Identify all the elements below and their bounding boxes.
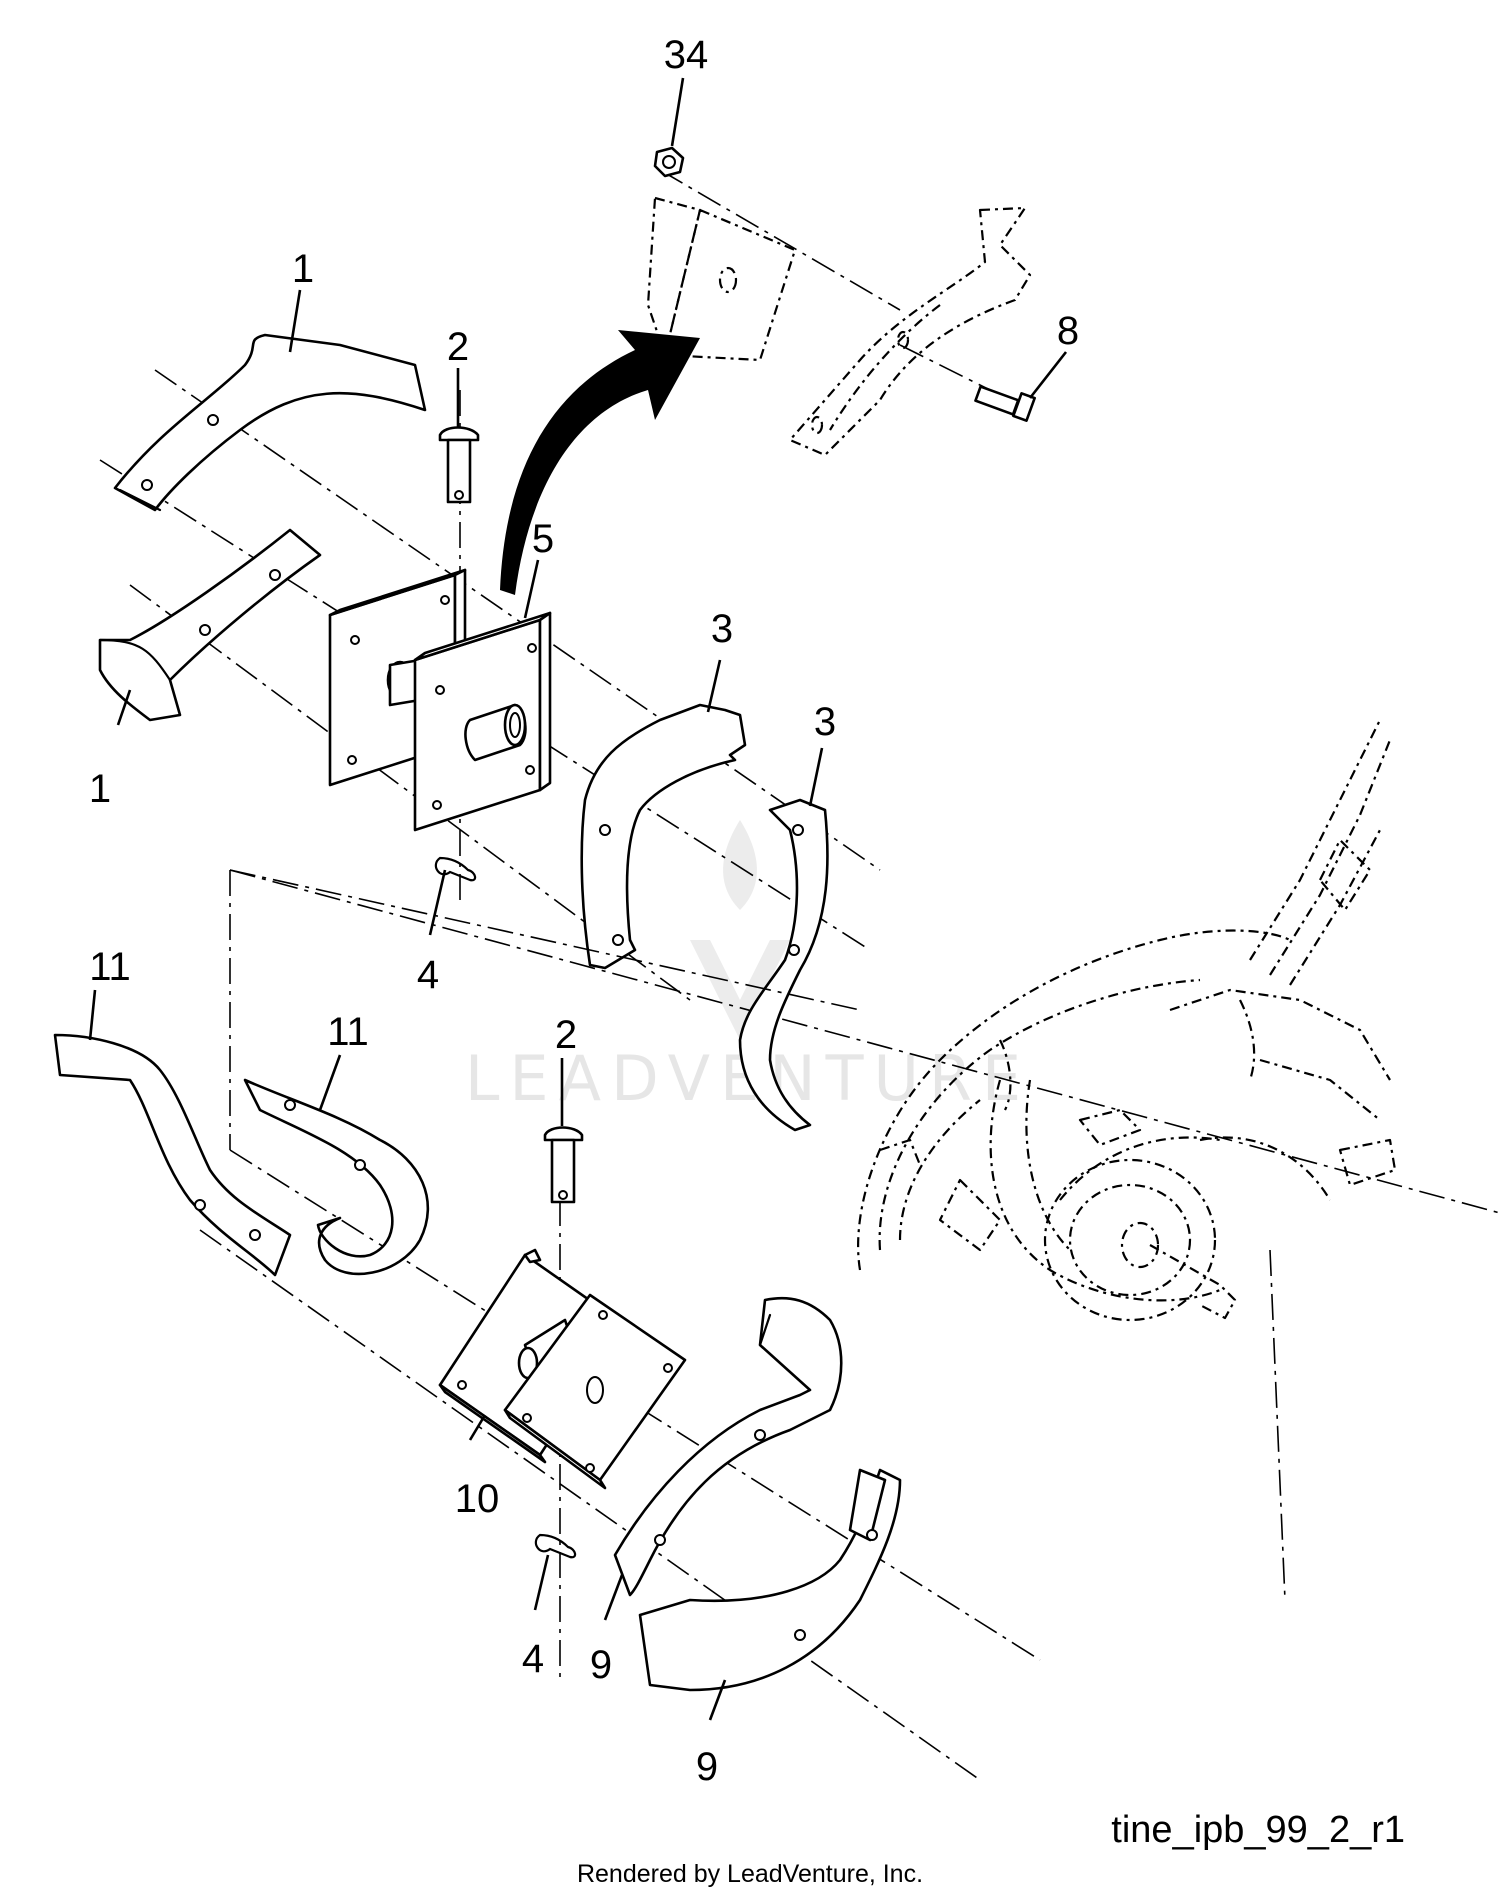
detail-inset bbox=[646, 146, 1036, 457]
callout-34: 34 bbox=[664, 33, 709, 77]
callout-9-upper: 9 bbox=[590, 1643, 612, 1687]
tine-hub-lower bbox=[438, 1248, 687, 1490]
callout-3-right: 3 bbox=[814, 700, 836, 744]
hairpin-upper bbox=[434, 856, 477, 882]
footer-credit: Rendered by LeadVenture, Inc. bbox=[577, 1860, 923, 1888]
centerlines bbox=[99, 169, 1500, 1781]
tine-upper-outer bbox=[113, 333, 427, 512]
callout-10: 10 bbox=[455, 1477, 500, 1521]
detail-arrow bbox=[500, 330, 700, 595]
tiller-body bbox=[857, 719, 1397, 1322]
tine-hub-upper bbox=[328, 568, 552, 832]
callout-4-lower: 4 bbox=[522, 1637, 544, 1681]
hex-nut bbox=[653, 146, 685, 178]
callout-1-upper: 1 bbox=[292, 247, 314, 291]
tine-upper-inner bbox=[98, 528, 322, 722]
tine-lower-left-a bbox=[53, 1033, 292, 1277]
leader-lines bbox=[88, 77, 1068, 1721]
tine-lower-right-a bbox=[613, 1296, 843, 1597]
tine-lower-left-b bbox=[243, 1078, 430, 1276]
callout-9-lower: 9 bbox=[696, 1745, 718, 1789]
callout-2-lower: 2 bbox=[555, 1013, 577, 1057]
callout-5: 5 bbox=[532, 517, 554, 561]
clevis-pin-lower bbox=[543, 1126, 584, 1204]
bolt bbox=[974, 385, 1036, 422]
callout-1-lower: 1 bbox=[89, 767, 111, 811]
callout-4-upper: 4 bbox=[417, 953, 439, 997]
tine-lower-right-b bbox=[638, 1468, 902, 1692]
callout-11-left: 11 bbox=[89, 945, 131, 989]
callout-11-right: 11 bbox=[327, 1010, 369, 1054]
hairpin-lower bbox=[534, 1533, 577, 1559]
callout-labels: 34 8 1 2 5 1 3 3 4 11 11 2 10 4 9 9 bbox=[89, 33, 1079, 1789]
tine-right-b bbox=[738, 798, 829, 1132]
tine-right-a bbox=[580, 703, 747, 970]
callout-3-left: 3 bbox=[711, 607, 733, 651]
drawing-id: tine_ipb_99_2_r1 bbox=[1111, 1809, 1405, 1851]
clevis-pin-upper bbox=[438, 426, 480, 504]
callout-8: 8 bbox=[1057, 309, 1079, 353]
callout-2-upper: 2 bbox=[447, 325, 469, 369]
